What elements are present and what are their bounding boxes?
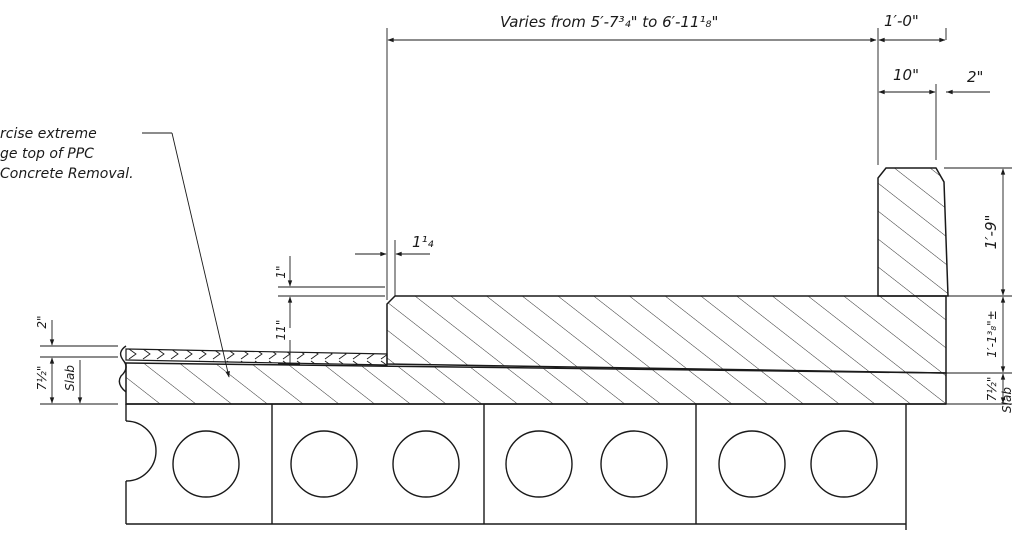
parapet [877,167,949,297]
parapet-width-dim: 10" [893,66,919,84]
eleven-inch-dim: 11" [274,320,288,341]
right-dimensions [944,167,1012,405]
top-right-dim: 1′-0" [884,12,919,30]
note-line-2: ge top of PPC [0,146,94,162]
slab-left-dim: 7½" [35,366,49,391]
top-span-dim: Varies from 5′-7³₄" to 6′-11¹₈" [500,13,718,31]
top-dimension [386,28,990,300]
step-dimension [355,240,430,296]
overlay-strip [125,348,388,366]
slab-left-dimensions [40,320,118,405]
break-line [118,345,127,393]
parapet-height-dim: 1′-9" [982,215,1000,250]
two-inch-left-dim: 2" [35,315,49,328]
one-inch-dim: 1" [274,265,288,278]
slab-left-label: Slab [63,365,77,391]
ppc-beams [125,403,946,530]
batter-dim: 2" [967,68,983,86]
curb-height-dim: 1′-1³₈"± [985,310,999,358]
note-line-3: Concrete Removal. [0,166,134,182]
note-line-1: rcise extreme [0,126,97,142]
step-dim: 1¹₄ [412,233,434,251]
curb-block [386,295,947,374]
slab-right-label: Slab [1000,387,1013,413]
curb-left-dimensions [278,256,385,365]
slab-right-dim: 7½" [985,377,999,402]
note-leader [142,132,230,378]
